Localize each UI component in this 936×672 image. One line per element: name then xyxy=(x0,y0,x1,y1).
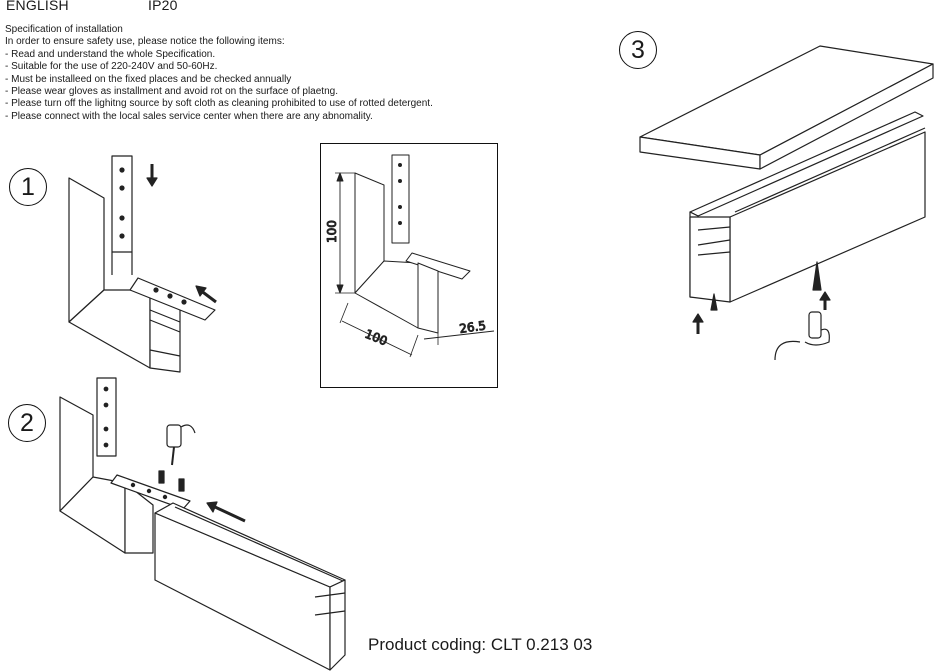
spec-title: Specification of installation xyxy=(5,24,123,35)
step-2-join-illustration xyxy=(59,377,346,671)
language-label: ENGLISH xyxy=(6,0,69,13)
spec-item: - Please wear gloves as installment and … xyxy=(5,86,338,98)
spec-item: - Must be installeed on the fixed places… xyxy=(5,73,292,85)
spec-item: - Please turn off the lighitng source by… xyxy=(5,98,433,110)
spec-item: - Read and understand the whole Specific… xyxy=(5,48,216,60)
specification-block: Specification of installation In order t… xyxy=(5,24,433,123)
step-3-marker: 3 xyxy=(619,31,657,69)
dimension-depth-label: 26.5 xyxy=(458,318,486,336)
spec-item: - Suitable for the use of 220-240V and 5… xyxy=(5,61,218,73)
ip-rating: IP20 xyxy=(148,0,178,13)
product-coding: Product coding: CLT 0.213 03 xyxy=(368,635,593,654)
dimension-drawing: 100 100 26.5 xyxy=(325,154,495,358)
dimension-height-label: 100 xyxy=(325,220,339,243)
spec-item: - Please connect with the local sales se… xyxy=(5,110,373,122)
step-3-mounting-illustration xyxy=(639,45,934,361)
step-1-corner-illustration xyxy=(68,155,217,373)
step-1-marker: 1 xyxy=(9,168,47,206)
step-2-marker: 2 xyxy=(8,404,46,442)
spec-intro: In order to ensure safety use, please no… xyxy=(5,36,285,48)
header: ENGLISH IP20 xyxy=(6,0,177,13)
dimension-width-label: 100 xyxy=(363,327,389,349)
